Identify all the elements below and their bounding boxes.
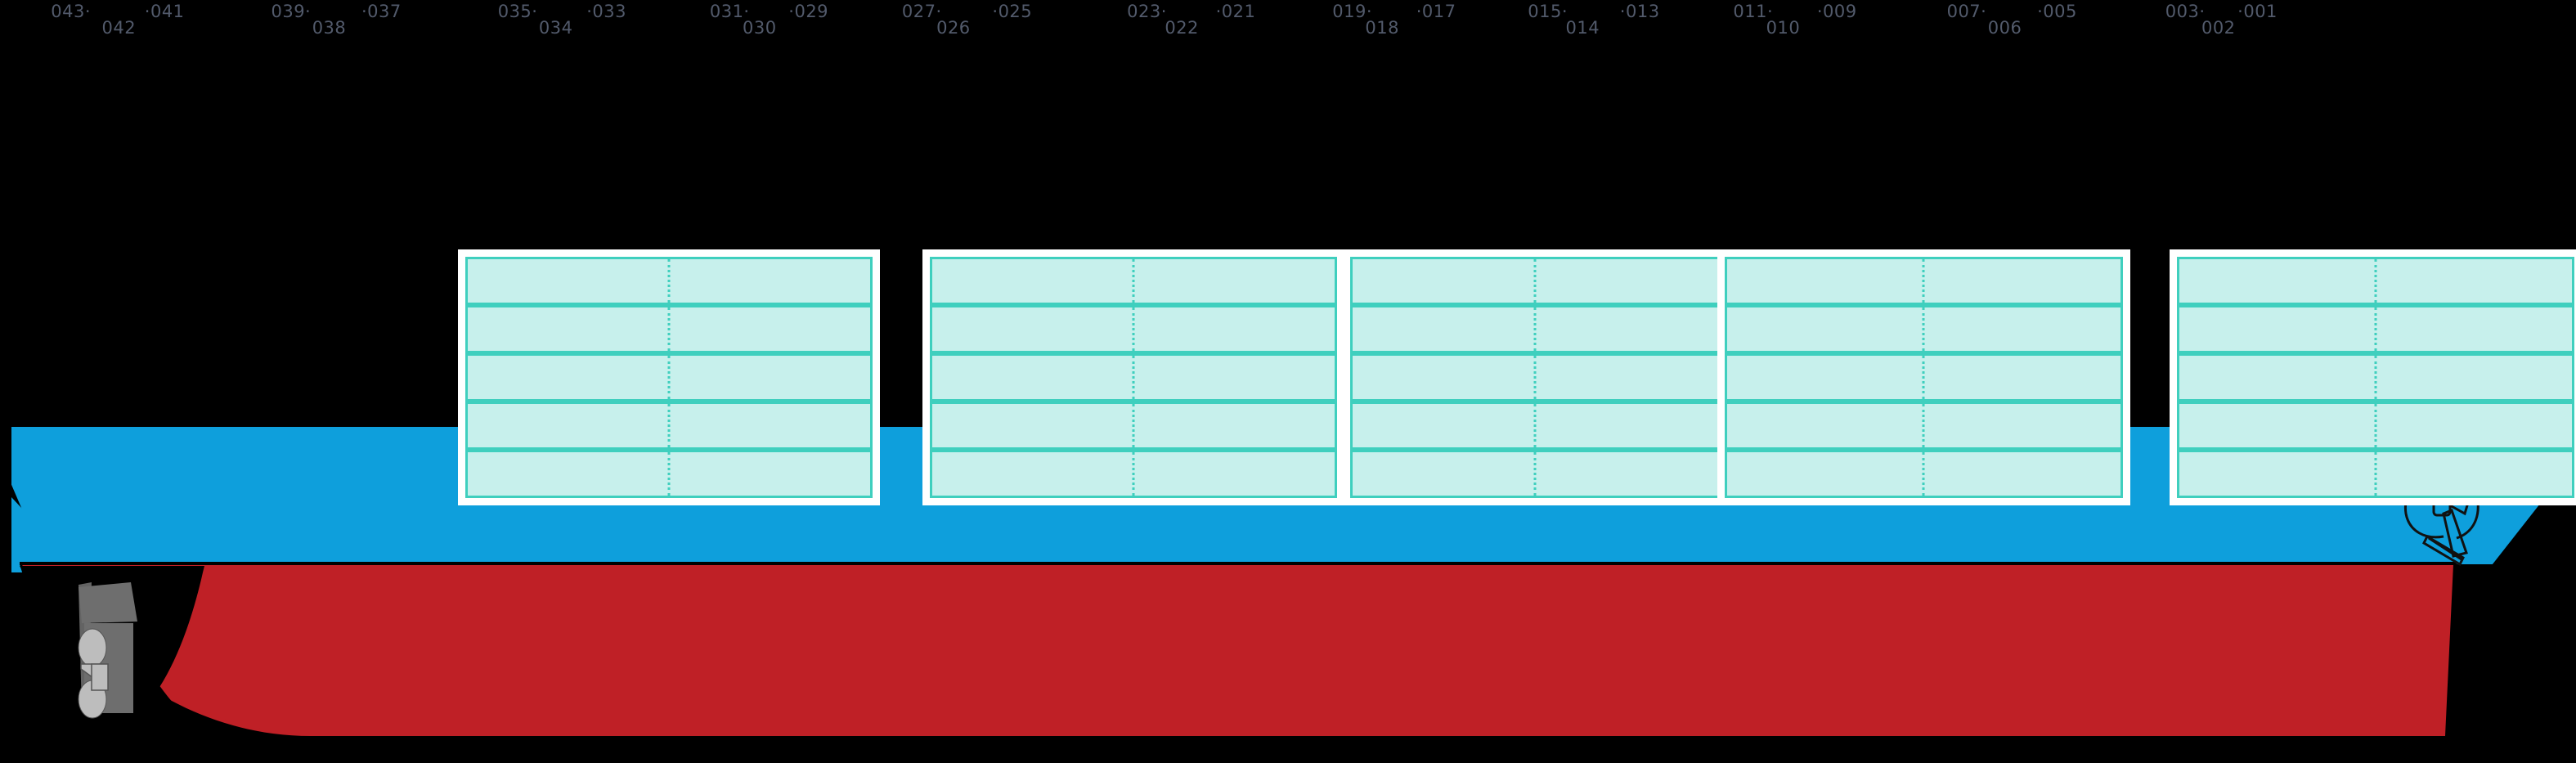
bay-number-ruler: 043· 042 ·041 039·038 ·037 035·034 ·033 031·030…: [0, 0, 2576, 43]
bay-039-037-hold-tier-3[interactable]: [464, 353, 873, 402]
bay-label-043: 043·: [51, 2, 92, 21]
bay-label-025: ·025: [992, 2, 1033, 21]
bay-031-029-hold-tier-1[interactable]: [1350, 257, 1721, 306]
bay-label-023: 023·: [1127, 2, 1167, 21]
bay-027-025-hold-tier-2[interactable]: [1725, 305, 2123, 354]
rudder-icon: [79, 582, 137, 623]
bay-035-033-hold[interactable]: [922, 249, 1345, 506]
bay-label-022: 022: [1165, 18, 1199, 38]
bay-label-029: ·029: [788, 2, 829, 21]
bay-039-037-hold-tier-5[interactable]: [464, 450, 873, 499]
bay-label-030: 030: [743, 18, 777, 38]
bay-label-039: 039·: [271, 2, 312, 21]
waterline: [20, 562, 2457, 565]
bay-039-037-hold-tier-4[interactable]: [464, 402, 873, 451]
bay-label-034: 034: [538, 18, 573, 38]
bay-023-021-hold-tier-2[interactable]: [2176, 305, 2574, 354]
bay-035-033-hold-tier-2[interactable]: [930, 305, 1338, 354]
propeller-upper-blade-icon: [78, 628, 107, 667]
bay-label-007: 007·: [1946, 2, 1987, 21]
bay-023-021-hold-tier-1[interactable]: [2176, 257, 2574, 306]
bay-031-029-hold-tier-3[interactable]: [1350, 353, 1721, 402]
bay-label-026: 026: [936, 18, 971, 38]
bay-label-018: 018: [1365, 18, 1399, 38]
bay-027-025-hold[interactable]: [1717, 249, 2130, 506]
bay-031-029-hold-tier-4[interactable]: [1350, 402, 1721, 451]
bay-label-014: 014: [1565, 18, 1600, 38]
bay-039-037-hold-tier-2[interactable]: [464, 305, 873, 354]
bay-label-031: 031·: [709, 2, 750, 21]
bay-label-041: ·041: [144, 2, 185, 21]
bay-031-029-hold[interactable]: [1343, 249, 1728, 506]
bay-035-033-hold-tier-1[interactable]: [930, 257, 1338, 306]
bay-035-033-hold-tier-4[interactable]: [930, 402, 1338, 451]
bay-039-037-hold-tier-1[interactable]: [464, 257, 873, 306]
bay-label-005: ·005: [2037, 2, 2077, 21]
bay-label-027: 027·: [901, 2, 942, 21]
bay-label-006: 006: [1987, 18, 2022, 38]
hull-stern-shape: [11, 426, 82, 572]
bay-label-038: 038: [312, 18, 347, 38]
bay-023-021-hold[interactable]: [2169, 249, 2576, 506]
bay-label-001: ·001: [2237, 2, 2278, 21]
bay-023-021-hold-tier-3[interactable]: [2176, 353, 2574, 402]
bay-label-013: ·013: [1619, 2, 1660, 21]
bay-027-025-hold-tier-1[interactable]: [1725, 257, 2123, 306]
bay-label-037: ·037: [361, 2, 402, 21]
bay-039-037-hold[interactable]: [457, 249, 880, 506]
bay-label-015: 015·: [1528, 2, 1568, 21]
bay-031-029-hold-tier-5[interactable]: [1350, 450, 1721, 499]
bay-023-021-hold-tier-5[interactable]: [2176, 450, 2574, 499]
bay-label-035: 035·: [497, 2, 538, 21]
bay-label-009: ·009: [1816, 2, 1857, 21]
bay-031-029-hold-tier-2[interactable]: [1350, 305, 1721, 354]
bay-label-010: 010: [1766, 18, 1801, 38]
bay-035-033-hold-tier-3[interactable]: [930, 353, 1338, 402]
bay-label-033: ·033: [586, 2, 626, 21]
bay-label-011: 011·: [1733, 2, 1774, 21]
bay-label-019: 019·: [1332, 2, 1372, 21]
bay-027-025-hold-tier-4[interactable]: [1725, 402, 2123, 451]
bay-label-021: ·021: [1215, 2, 1256, 21]
bay-label-042: 042: [101, 18, 137, 38]
bay-label-003: 003·: [2165, 2, 2206, 21]
propeller-hub-icon: [91, 663, 109, 691]
bay-label-017: ·017: [1416, 2, 1456, 21]
bay-027-025-hold-tier-3[interactable]: [1725, 353, 2123, 402]
hull-red-outline: [21, 564, 2452, 735]
bay-035-033-hold-tier-5[interactable]: [930, 450, 1338, 499]
bay-027-025-hold-tier-5[interactable]: [1725, 450, 2123, 499]
bay-label-002: 002: [2201, 18, 2236, 38]
bay-023-021-hold-tier-4[interactable]: [2176, 402, 2574, 451]
